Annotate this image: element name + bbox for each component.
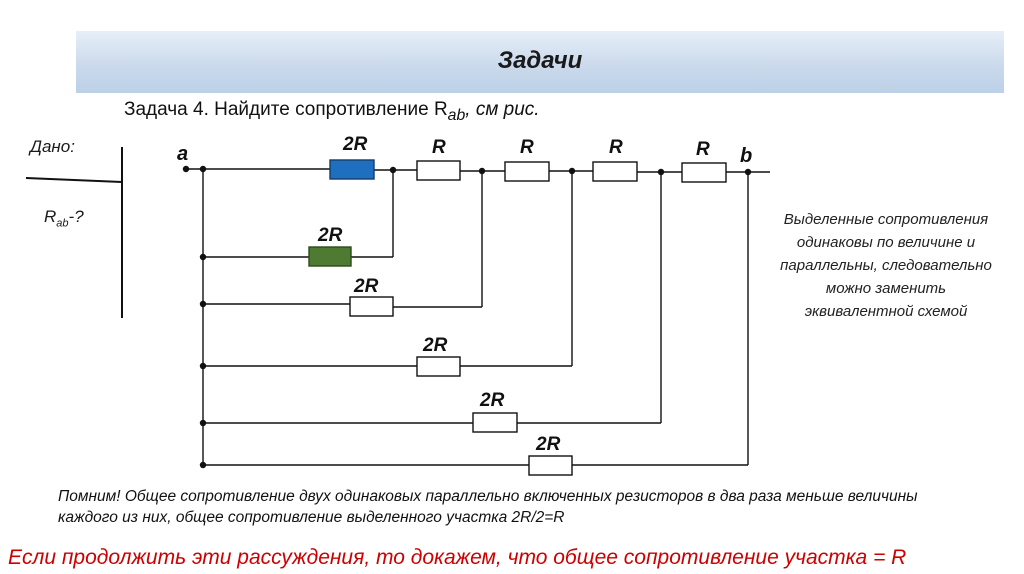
label-top-R-1: R: [432, 137, 446, 158]
unknown-suffix: -?: [68, 207, 84, 226]
terminal-a-dot: [182, 165, 190, 173]
label-top-R-4: R: [696, 139, 710, 160]
explanation-note: Выделенные сопротивления одинаковы по ве…: [780, 211, 992, 320]
resistor-branch-1-2R-highlighted: [308, 246, 352, 267]
junction-dot: [199, 461, 207, 469]
unknown-symbol: R: [44, 207, 57, 226]
terminal-a-label: a: [177, 143, 188, 165]
resistor-top-2R-highlighted: [329, 159, 375, 180]
terminal-b-label: b: [740, 145, 752, 167]
resistor-top-R-4: [681, 162, 727, 183]
conclusion-text: Если продолжить эти рассуждения, то дока…: [8, 546, 907, 569]
task-title: Задача 4. Найдите сопротивление Rab, см …: [124, 99, 540, 125]
junction-dot: [568, 167, 576, 175]
task-title-subscript: ab: [447, 106, 466, 124]
label-branch-3-2R: 2R: [422, 335, 448, 356]
label-branch-5-2R: 2R: [535, 434, 561, 455]
task-title-suffix: , см рис.: [465, 99, 540, 120]
junction-dot: [199, 165, 207, 173]
slide-title: Задачи: [497, 47, 583, 74]
resistor-branch-5-2R: [528, 455, 573, 476]
reminder-text: Помним! Общее сопротивление двух одинако…: [58, 488, 918, 526]
label-top-R-2: R: [520, 137, 534, 158]
label-branch-4-2R: 2R: [479, 390, 505, 411]
label-branch-1-2R: 2R: [317, 225, 343, 246]
given-divider-horizontal: [25, 177, 123, 183]
unknown-subscript: ab: [56, 217, 69, 230]
junction-dot: [389, 166, 397, 174]
label-top-2R: 2R: [342, 134, 368, 155]
resistor-top-R-1: [416, 160, 461, 181]
label-branch-2-2R: 2R: [353, 276, 379, 297]
task-title-text: Задача 4. Найдите сопротивление R: [124, 99, 448, 120]
junction-dot: [657, 168, 665, 176]
resistor-branch-4-2R: [472, 412, 518, 433]
given-label: Дано:: [30, 137, 75, 156]
junction-dot: [478, 167, 486, 175]
junction-dot: [199, 362, 207, 370]
terminal-b-dot: [744, 168, 752, 176]
resistor-branch-2-2R: [349, 296, 394, 317]
junction-dot: [199, 419, 207, 427]
resistor-top-R-3: [592, 161, 638, 182]
unknown-quantity: Rab-?: [44, 207, 84, 229]
junction-dot: [199, 300, 207, 308]
title-banner: Задачи: [76, 31, 1004, 93]
label-top-R-3: R: [609, 137, 623, 158]
resistor-branch-3-2R: [416, 356, 461, 377]
resistor-top-R-2: [504, 161, 550, 182]
junction-dot: [199, 253, 207, 261]
